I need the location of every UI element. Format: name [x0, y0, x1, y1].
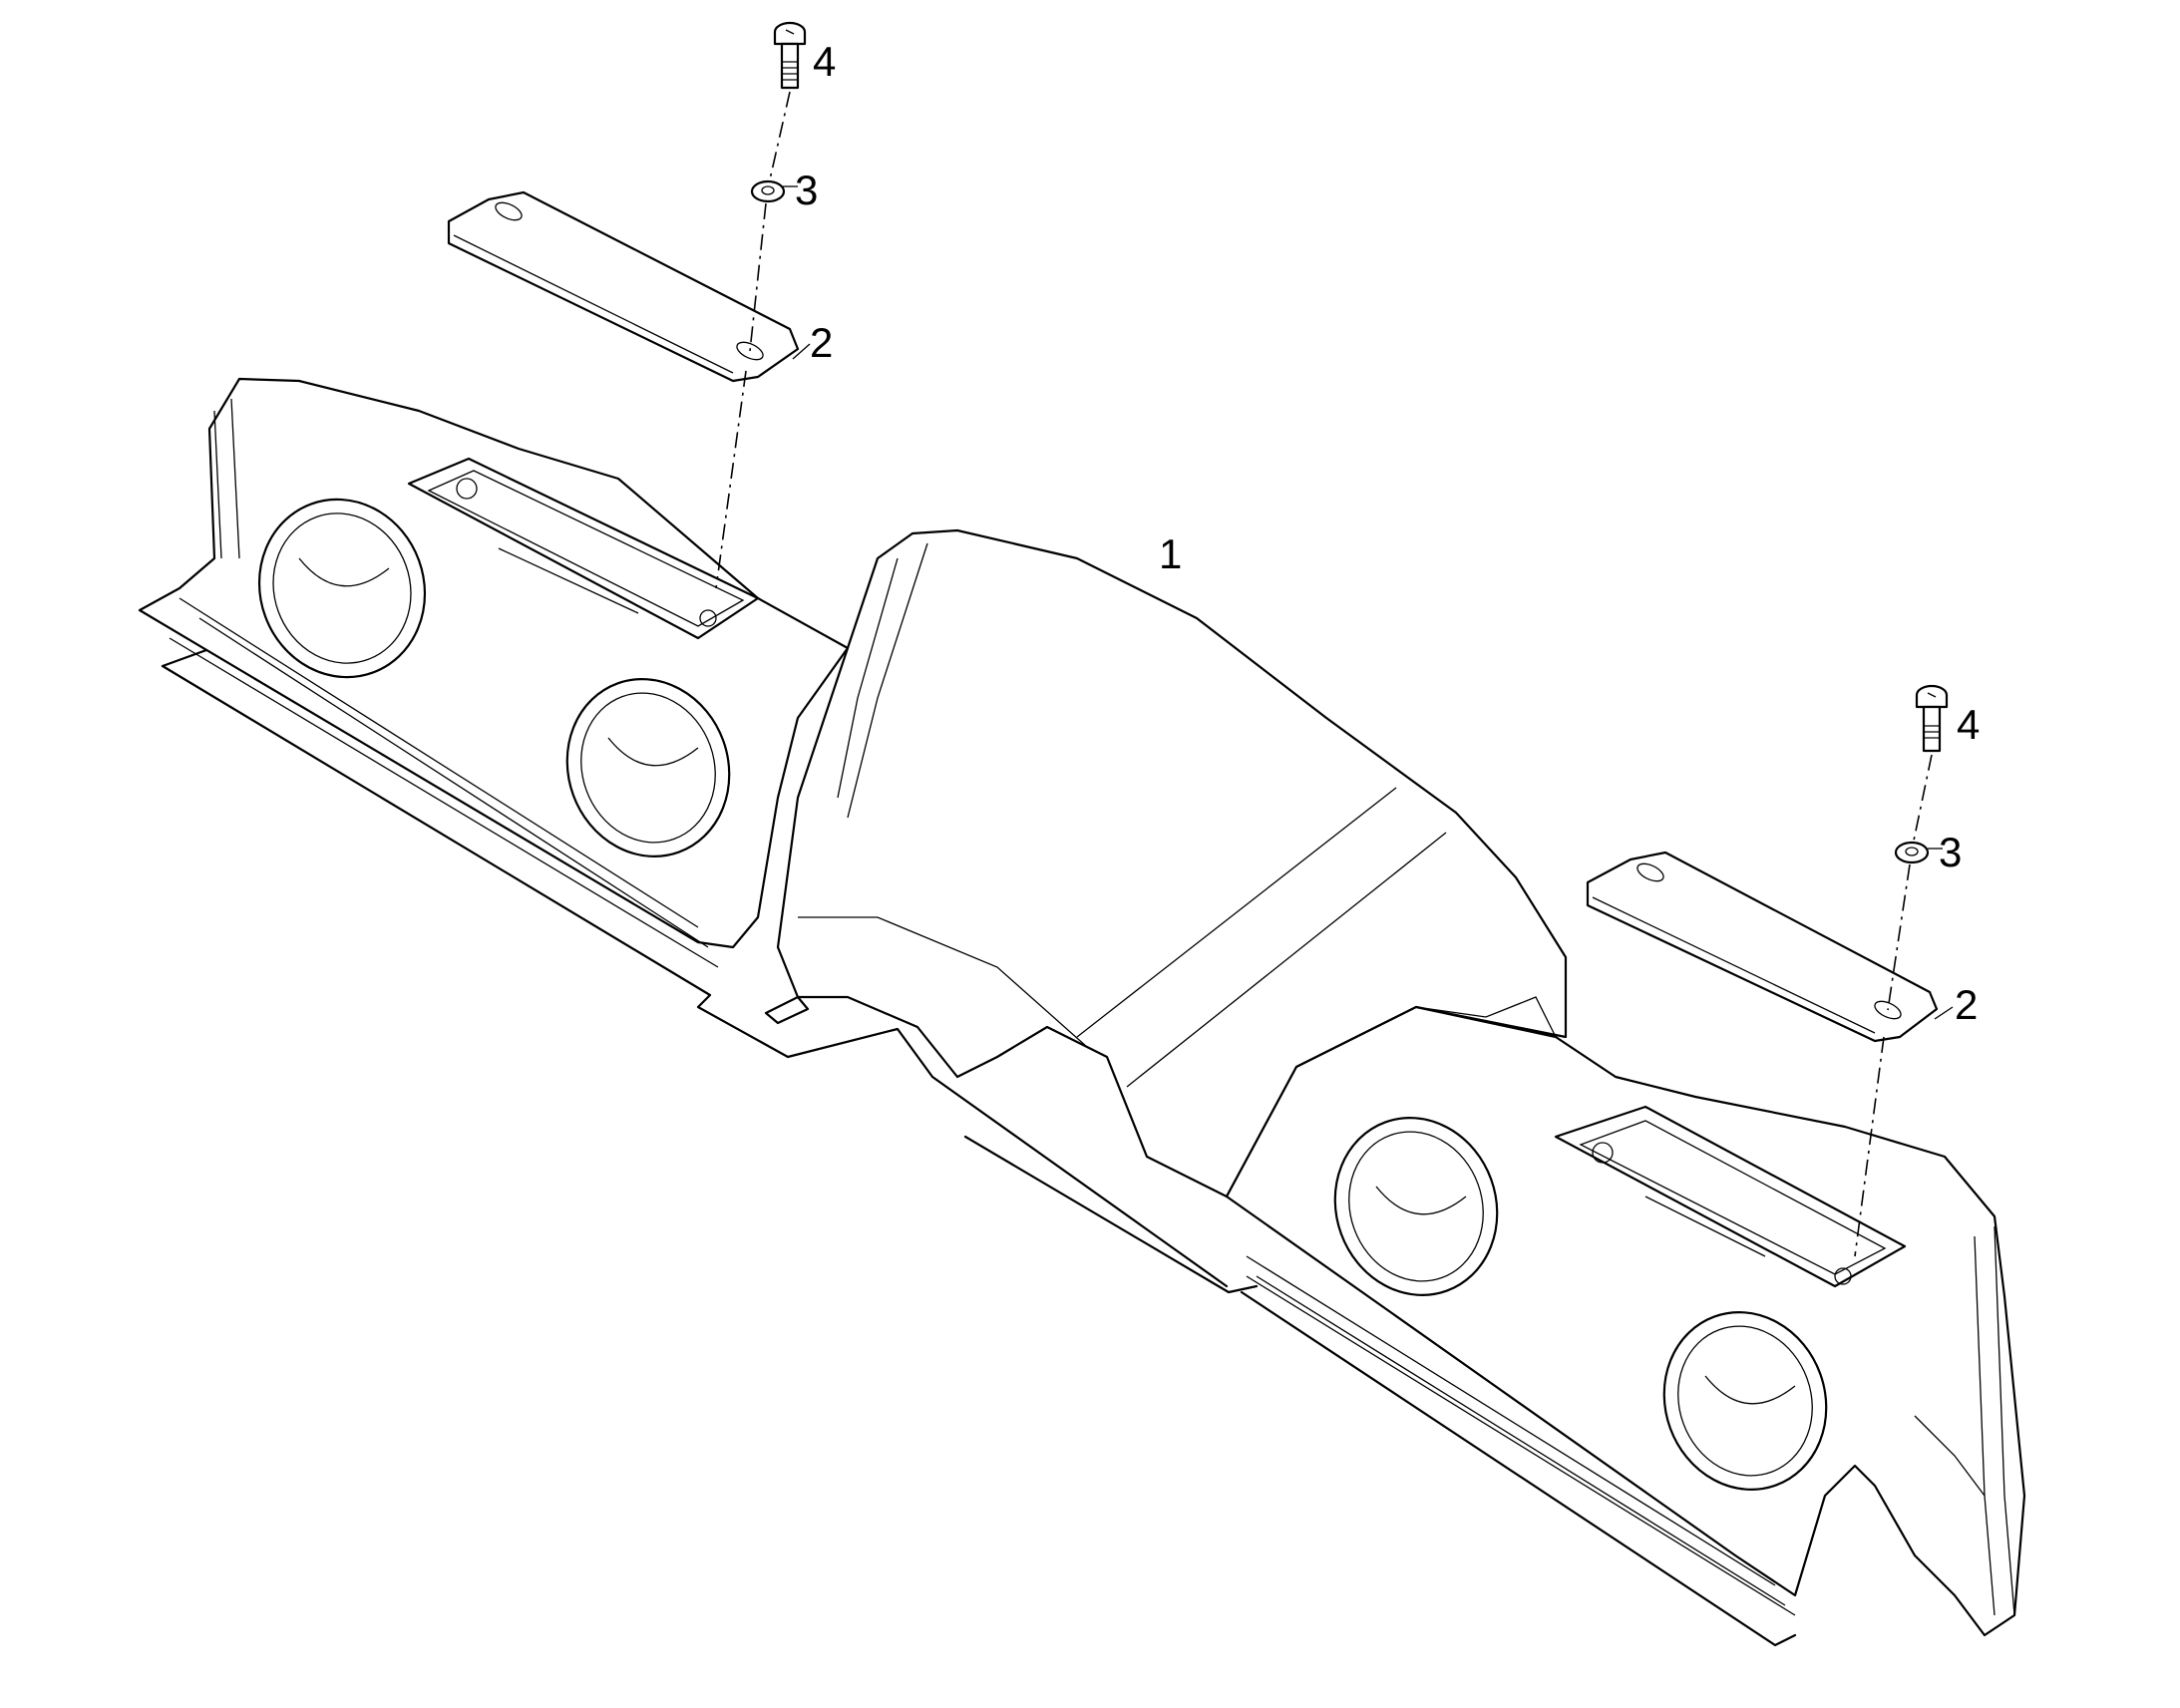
cover-plate-right: [1586, 851, 1939, 1043]
assembly-axis-left: [715, 91, 791, 589]
callout-screw-right: 4: [1957, 701, 1980, 748]
screw-left: [773, 21, 807, 90]
callout-washer-left: 3: [795, 167, 818, 213]
washer-left: [750, 179, 786, 203]
washer-right: [1894, 841, 1930, 864]
callout-dashboard: 1: [1159, 530, 1182, 577]
cover-plate-left: [447, 190, 800, 383]
dashboard-panel: [138, 377, 2026, 1647]
callout-washer-right: 3: [1939, 829, 1962, 875]
callout-cover-right: 2: [1955, 981, 1978, 1028]
callout-cover-left: 2: [810, 319, 833, 366]
screw-right: [1915, 684, 1949, 753]
leader-lines: [783, 185, 1954, 1020]
callout-screw-left: 4: [813, 38, 836, 85]
assembly-axis-right: [1854, 754, 1933, 1257]
